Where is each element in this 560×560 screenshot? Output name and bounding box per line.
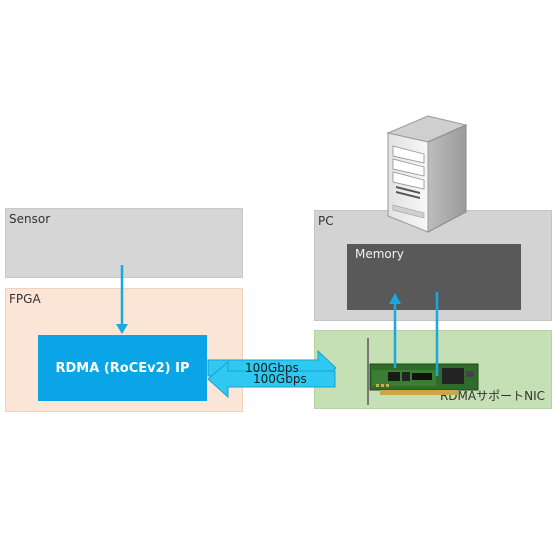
- memory-label: Memory: [355, 247, 404, 261]
- nic-card-icon: [369, 363, 479, 395]
- rdma-ip-label: RDMA (RoCEv2) IP: [55, 360, 190, 376]
- nic-label: RDMAサポートNIC: [439, 389, 545, 403]
- sensor-to-ip-arrow: [116, 265, 128, 334]
- rdma-ip-block: RDMA (RoCEv2) IP: [38, 335, 207, 401]
- lower-link-speed-label: 100Gbps: [253, 372, 307, 386]
- fpga-label: FPGA: [9, 292, 41, 306]
- sensor-box: Sensor: [5, 208, 243, 278]
- memory-block: Memory: [347, 244, 521, 310]
- lower-link-arrow: [207, 360, 336, 399]
- sensor-label: Sensor: [9, 212, 51, 226]
- nic-to-memory-arrow: [389, 293, 401, 368]
- pc-label: PC: [318, 214, 334, 228]
- upper-link-speed-label: 100Gbps: [245, 361, 299, 375]
- server-tower-icon: [386, 115, 468, 233]
